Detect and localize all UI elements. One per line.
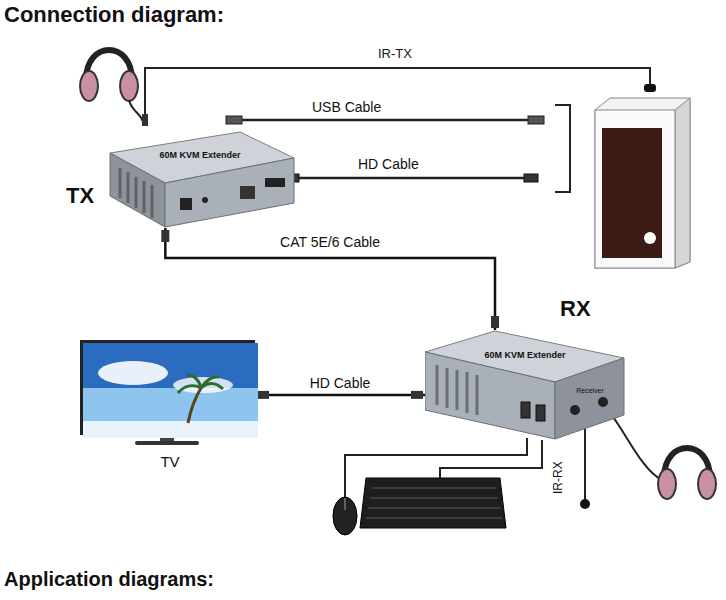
hd-cable [285,174,538,182]
receiver-shape [425,330,625,440]
cable-plug [491,316,499,328]
signal-label: IR-TX [378,47,412,62]
cable-connector [255,394,425,397]
device-label: TV [160,453,179,470]
keyboard-icon [360,478,506,528]
tv-screen: TV [80,340,255,435]
device-label: RX [560,296,591,321]
signal-label: IR-RX [552,461,566,494]
cable-plug [257,391,269,399]
cable-connector [165,228,495,330]
cable-plug [161,230,169,242]
bracket [555,105,570,192]
product-name: 60M KVM Extender [159,150,240,160]
cable-label: CAT 5E/6 Cable [277,234,383,250]
ir-tx-wire [142,68,656,126]
pc-tower [595,98,690,268]
receiver-box: RX60M KVM ExtenderReceiver [425,330,625,440]
usb-cable [226,116,544,124]
cable-label: HD Cable [307,375,374,391]
mouse-icon [333,497,357,535]
section-heading: Application diagrams: [4,568,214,591]
product-name: 60M KVM Extender [484,350,565,360]
ir-rx-wire [580,418,590,509]
transmitter-box: TX60M KVM Extender [100,128,295,228]
transmitter-shape [100,128,295,228]
cable-label: HD Cable [358,156,419,172]
cable-label: USB Cable [312,99,381,115]
headphones-icon [604,406,716,499]
device-label: TX [66,183,94,208]
diagram-title: Connection diagram: [4,2,224,27]
tv-picture [83,343,258,438]
device-role: Receiver [576,387,604,395]
cable-plug [411,391,423,399]
headphones-icon [80,50,143,122]
